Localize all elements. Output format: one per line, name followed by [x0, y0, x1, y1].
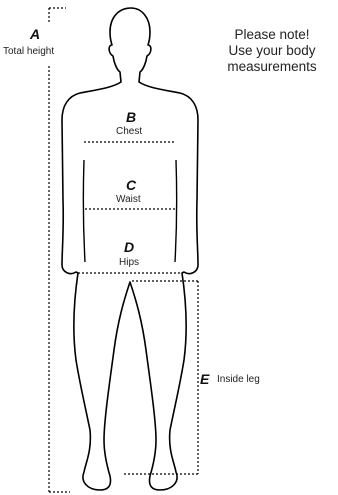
- inside-leg-label: Inside leg: [217, 374, 260, 385]
- total-height-letter: A: [30, 27, 40, 41]
- total-height-label: Total height: [3, 46, 54, 57]
- note-line-1: Please note!: [210, 27, 334, 43]
- waist-letter: C: [126, 178, 136, 192]
- hips-label: Hips: [119, 257, 139, 268]
- note-line-2: Use your body: [210, 43, 334, 59]
- chest-letter: B: [126, 110, 136, 124]
- measurement-note: Please note! Use your body measurements: [210, 27, 334, 75]
- waist-label: Waist: [116, 194, 141, 205]
- left-inner-arm: [83, 160, 85, 262]
- chest-label: Chest: [116, 126, 142, 137]
- right-inner-arm: [175, 160, 177, 262]
- inside-leg-letter: E: [200, 372, 209, 386]
- hips-letter: D: [124, 240, 134, 254]
- note-line-3: measurements: [210, 59, 334, 75]
